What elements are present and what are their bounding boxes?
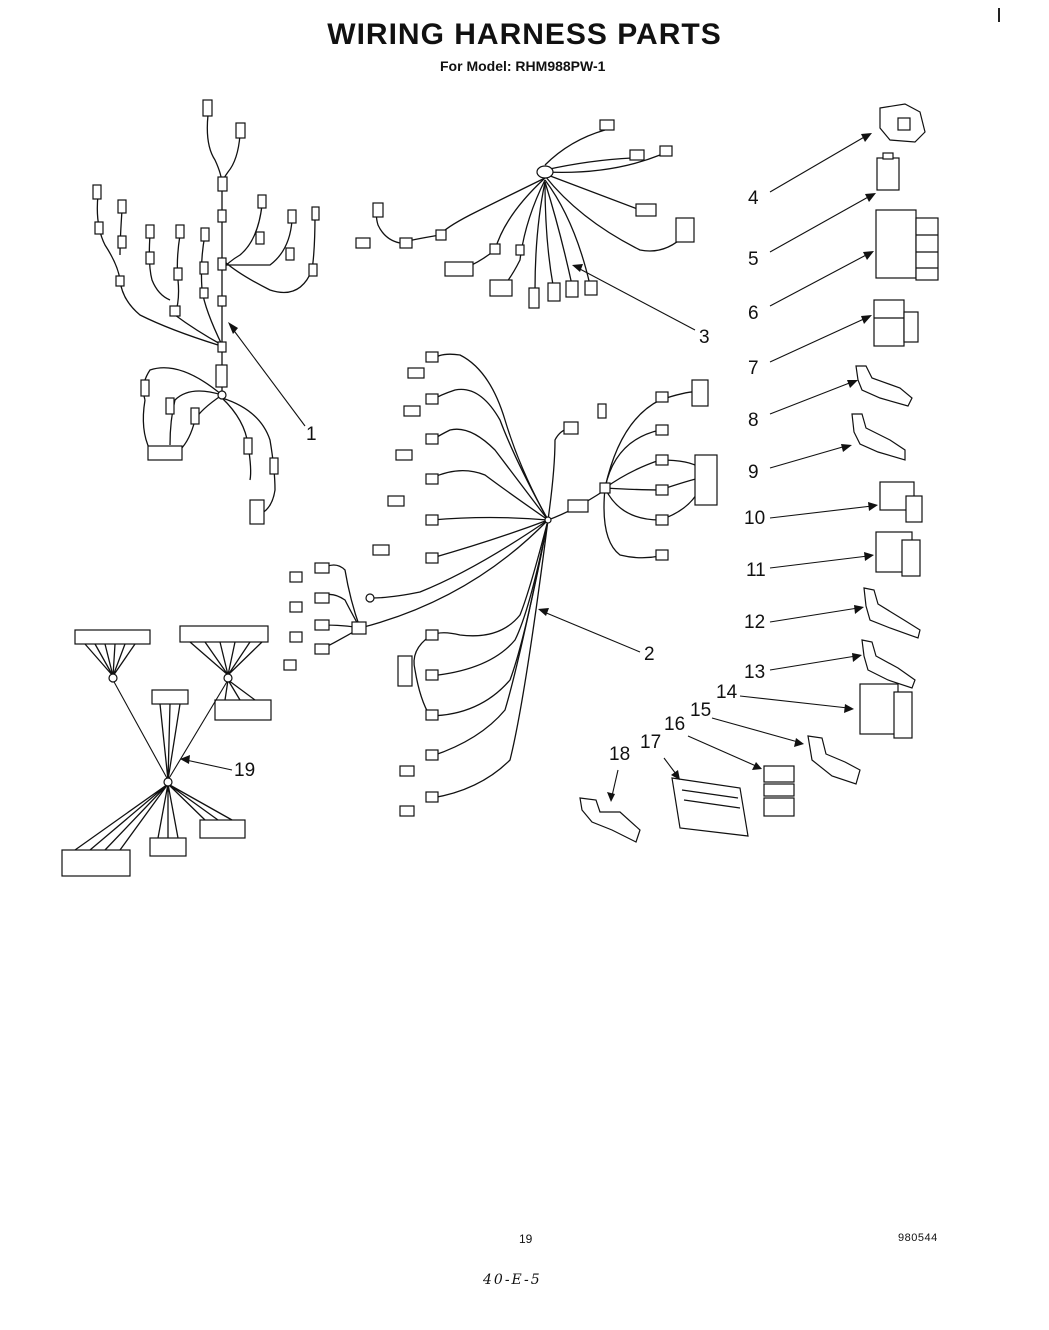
callout-17: 17: [640, 732, 662, 753]
callout-2: 2: [644, 644, 655, 665]
page-title: WIRING HARNESS PARTS: [327, 18, 722, 51]
callout-11: 11: [746, 560, 766, 581]
harness-2: [283, 351, 718, 817]
harness-1: [92, 99, 320, 525]
part-7-connector: [873, 299, 919, 347]
part-18-terminal: [579, 797, 641, 843]
part-17-connector: [671, 777, 749, 837]
callout-3: 3: [699, 327, 710, 348]
model-subtitle: For Model: RHM988PW-1: [440, 58, 606, 74]
document-code: 980544: [898, 1232, 938, 1244]
callout-18: 18: [609, 744, 631, 765]
part-5-connector: [876, 152, 900, 191]
callout-5: 5: [748, 249, 759, 270]
callout-14: 14: [716, 682, 738, 703]
part-15-terminal: [807, 735, 861, 785]
callout-7: 7: [748, 358, 759, 379]
part-9-terminal: [851, 413, 906, 461]
callout-12: 12: [744, 612, 766, 633]
part-14-connector: [859, 683, 913, 739]
callout-9: 9: [748, 462, 759, 483]
callout-10: 10: [744, 508, 766, 529]
part-10-connector: [879, 481, 923, 523]
callout-15: 15: [690, 700, 712, 721]
page-number: 19: [519, 1232, 533, 1246]
part-12-terminal: [863, 587, 921, 639]
part-13-terminal: [861, 639, 916, 689]
callout-19: 19: [234, 760, 256, 781]
part-11-connector: [875, 531, 921, 577]
callout-8: 8: [748, 410, 759, 431]
part-16-connector: [763, 765, 795, 817]
part-4-connector: [879, 103, 926, 143]
part-8-terminal: [855, 365, 913, 407]
callout-16: 16: [664, 714, 686, 735]
callout-4: 4: [748, 188, 759, 209]
handwritten-note: 40-E-5: [483, 1272, 542, 1288]
callout-1: 1: [306, 424, 317, 445]
corner-mark: [998, 8, 1000, 22]
harness-3: [355, 119, 695, 309]
callout-6: 6: [748, 303, 759, 324]
callout-13: 13: [744, 662, 766, 683]
leader-lines: [180, 133, 878, 802]
part-6-connector: [875, 209, 939, 281]
harness-19: [61, 625, 272, 877]
